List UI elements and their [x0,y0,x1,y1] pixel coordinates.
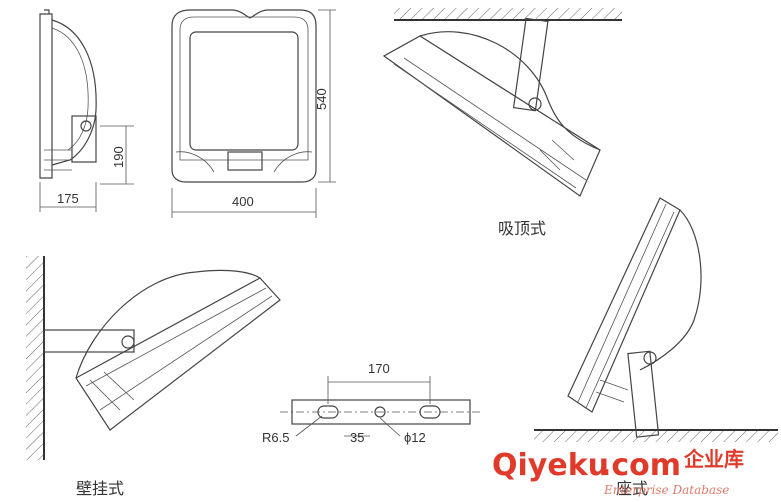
bracket-offset-label: 35 [350,430,364,445]
watermark-brand: Qiyeku [492,448,609,483]
watermark-chinese: 企业库 [683,447,744,471]
side-height-label: 190 [111,146,126,168]
side-view [39,9,134,212]
wall-mount-caption: 壁挂式 [76,479,124,498]
bracket-span-label: 170 [368,361,390,376]
floor-mount-view [534,197,778,442]
watermark-tagline: Enterprise Database [603,483,729,497]
watermark-logo: Qiyeku .com 企业库 Enterprise Database [492,447,744,497]
ceiling-mount-caption: 吸顶式 [498,219,546,238]
bracket-view [280,376,480,437]
bracket-radius-label: R6.5 [262,430,289,445]
front-view [171,9,336,218]
wall-mount-view [26,256,281,460]
floor-mount-caption: 座式 [616,479,648,498]
watermark-domain: .com [600,448,681,483]
side-width-label: 175 [57,191,79,206]
ceiling-mount-view [382,8,622,197]
front-height-label: 540 [314,88,329,110]
front-width-label: 400 [232,194,254,209]
bracket-hole-label: ϕ12 [404,430,426,445]
